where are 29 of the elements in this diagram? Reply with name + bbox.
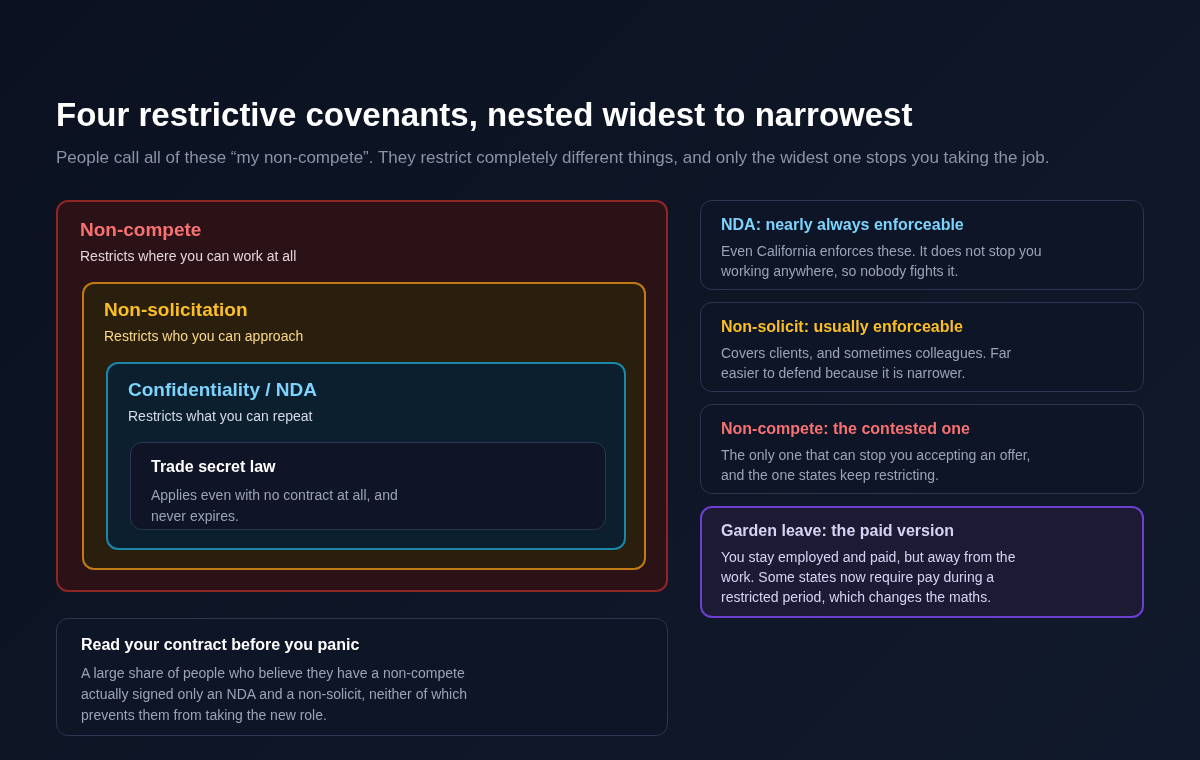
card-heading: Non-solicit: usually enforceable [721, 317, 964, 337]
subtitle: People call all of these “my non-compete”. They restrict completely different things, and only the widest one stops you taking the job. [56, 147, 1050, 169]
card-heading: Non-compete: the contested one [721, 419, 971, 439]
card-text: A large share of people who believe they have a non-compete actually signed only an NDA and a non-solicit, neither of which prevents them from taking the new role. [81, 664, 468, 725]
card-text: You stay employed and paid, but away from the work. Some states now require pay during a restricted period, which changes the maths. [721, 548, 1017, 607]
card-heading: Non-solicitation [104, 298, 249, 322]
card-heading: Non-compete [80, 218, 203, 242]
card-heading: Trade secret law [151, 457, 277, 477]
card-text: Covers clients, and sometimes colleagues. Far easier to defend because it is narrower. [721, 344, 1013, 383]
nested-panel [56, 200, 668, 592]
card-text: Even California enforces these. It does not stop you working anywhere, so nobody fights it. [721, 242, 1043, 281]
card-heading: NDA: nearly always enforceable [721, 215, 965, 235]
info-card [700, 404, 1144, 494]
card-text: Applies even with no contract at all, and never expires. [151, 486, 399, 526]
card-heading: Garden leave: the paid version [721, 521, 955, 541]
title: Four restrictive covenants, nested widest to narrowest [56, 95, 913, 135]
inner-card [130, 442, 606, 530]
highlight-card [700, 506, 1144, 618]
card-heading: Confidentiality / NDA [128, 378, 318, 402]
card-text: Restricts who you can approach [104, 326, 305, 346]
info-card [700, 302, 1144, 392]
card-text: Restricts where you can work at all [80, 246, 298, 266]
card-text: The only one that can stop you accepting an offer, and the one states keep restricting. [721, 446, 1032, 485]
info-card [700, 200, 1144, 290]
card-text: Restricts what you can repeat [128, 406, 314, 426]
nested-panel [82, 282, 646, 570]
nested-panel [106, 362, 626, 550]
card-heading: Read your contract before you panic [81, 635, 361, 655]
note-card [56, 618, 668, 736]
